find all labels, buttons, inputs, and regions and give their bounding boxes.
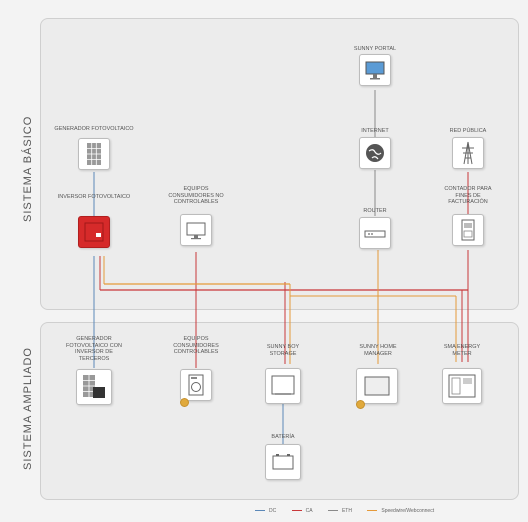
legend-speedwire-label: Speedwire/Webconnect xyxy=(381,508,435,514)
washing-machine-icon xyxy=(180,369,212,401)
globe-icon xyxy=(359,137,391,169)
legend-dc-label: DC xyxy=(269,508,277,514)
legend-eth: ETH xyxy=(327,508,352,514)
sunny-home-manager-label: SUNNY HOME MANAGER xyxy=(359,344,397,357)
inverter-icon xyxy=(78,216,110,248)
internet-label: INTERNET xyxy=(361,128,389,134)
battery-icon xyxy=(265,444,301,480)
router-icon xyxy=(359,217,391,249)
tv-icon xyxy=(180,214,212,246)
energy-meter-icon xyxy=(442,368,482,404)
legend-dc-swatch xyxy=(255,509,265,512)
red-publica-label: RED PÚBLICA xyxy=(449,128,487,134)
legend-eth-label: ETH xyxy=(341,508,352,514)
storage-inverter-icon xyxy=(265,368,301,404)
sunny-portal-label: SUNNY PORTAL xyxy=(353,46,397,52)
inversor-fotovoltaico-label: INVERSOR FOTOVOLTAICO xyxy=(57,194,131,200)
legend-speedwire: Speedwire/Webconnect xyxy=(367,508,434,514)
generador-fv-inversor-label: GENERADOR FOTOVOLTAICO CON INVERSOR DE T… xyxy=(66,336,122,362)
legend: DC CA ETH Speedwire/Webconnect xyxy=(255,508,448,514)
sma-energy-meter-label: SMA ENERGY METER xyxy=(443,344,481,357)
sunny-boy-storage-label: SUNNY BOY STORAGE xyxy=(266,344,300,357)
controllable-badge xyxy=(180,398,189,407)
legend-ca: CA xyxy=(291,508,313,514)
equipos-controlables-label: EQUIPOS CONSUMIDORES CONTROLABLES xyxy=(173,336,219,355)
home-manager-icon xyxy=(356,368,398,404)
legend-speedwire-swatch xyxy=(367,509,378,512)
legend-eth-swatch xyxy=(327,509,338,512)
legend-ca-swatch xyxy=(291,509,302,512)
generador-fotovoltaico-label: GENERADOR FOTOVOLTAICO xyxy=(54,126,134,132)
home-manager-badge xyxy=(356,400,365,409)
power-pylon-icon xyxy=(452,137,484,169)
monitor-icon xyxy=(359,54,391,86)
panel-basic xyxy=(40,18,519,310)
legend-dc: DC xyxy=(255,508,276,514)
solar-panel-icon xyxy=(76,369,112,405)
meter-icon xyxy=(452,214,484,246)
router-label: ROUTER xyxy=(363,208,387,214)
equipos-no-controlables-label: EQUIPOS CONSUMIDORES NO CONTROLABLES xyxy=(168,186,224,205)
bateria-label: BATERÍA xyxy=(271,434,295,440)
contador-label: CONTADOR PARA FINES DE FACTURACIÓN xyxy=(444,186,492,205)
legend-ca-label: CA xyxy=(305,508,313,514)
solar-panel-icon xyxy=(78,138,110,170)
